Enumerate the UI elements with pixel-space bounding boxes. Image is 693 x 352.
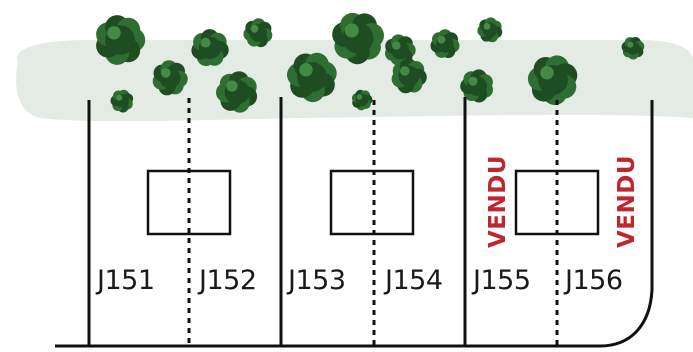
tree-icon — [391, 58, 427, 94]
lot-label-j156: J156 — [563, 265, 623, 296]
sold-label-j155: VENDU — [485, 155, 511, 248]
tree-icon — [287, 52, 337, 103]
house-footprint-j153-j154 — [329, 169, 415, 236]
lot-label-j153: J153 — [286, 265, 346, 296]
tree-icon — [351, 89, 373, 111]
lot-label-j151: J151 — [95, 265, 155, 296]
tree-icon — [430, 29, 460, 58]
tree-icon — [191, 29, 229, 66]
tree-icon — [385, 34, 416, 66]
tree-icon — [152, 60, 188, 96]
tree-icon — [332, 12, 384, 65]
street-line — [55, 100, 654, 348]
tree-icon — [460, 69, 493, 103]
lot-label-j155: J155 — [471, 265, 531, 296]
tree-icon — [96, 15, 146, 65]
sold-label-j156: VENDU — [614, 155, 640, 248]
house-footprint-j151-j152 — [146, 169, 232, 236]
tree-icon — [110, 89, 134, 113]
tree-icon — [477, 17, 503, 43]
lot-label-j152: J152 — [197, 265, 257, 296]
tree-icon — [216, 71, 258, 113]
green-strip — [16, 40, 693, 122]
tree-icon — [527, 55, 578, 106]
tree-cluster — [96, 12, 645, 113]
tree-icon — [243, 18, 273, 48]
house-footprint-j155-j156 — [514, 169, 600, 236]
lot-label-j154: J154 — [383, 265, 443, 296]
tree-icon — [621, 37, 645, 60]
